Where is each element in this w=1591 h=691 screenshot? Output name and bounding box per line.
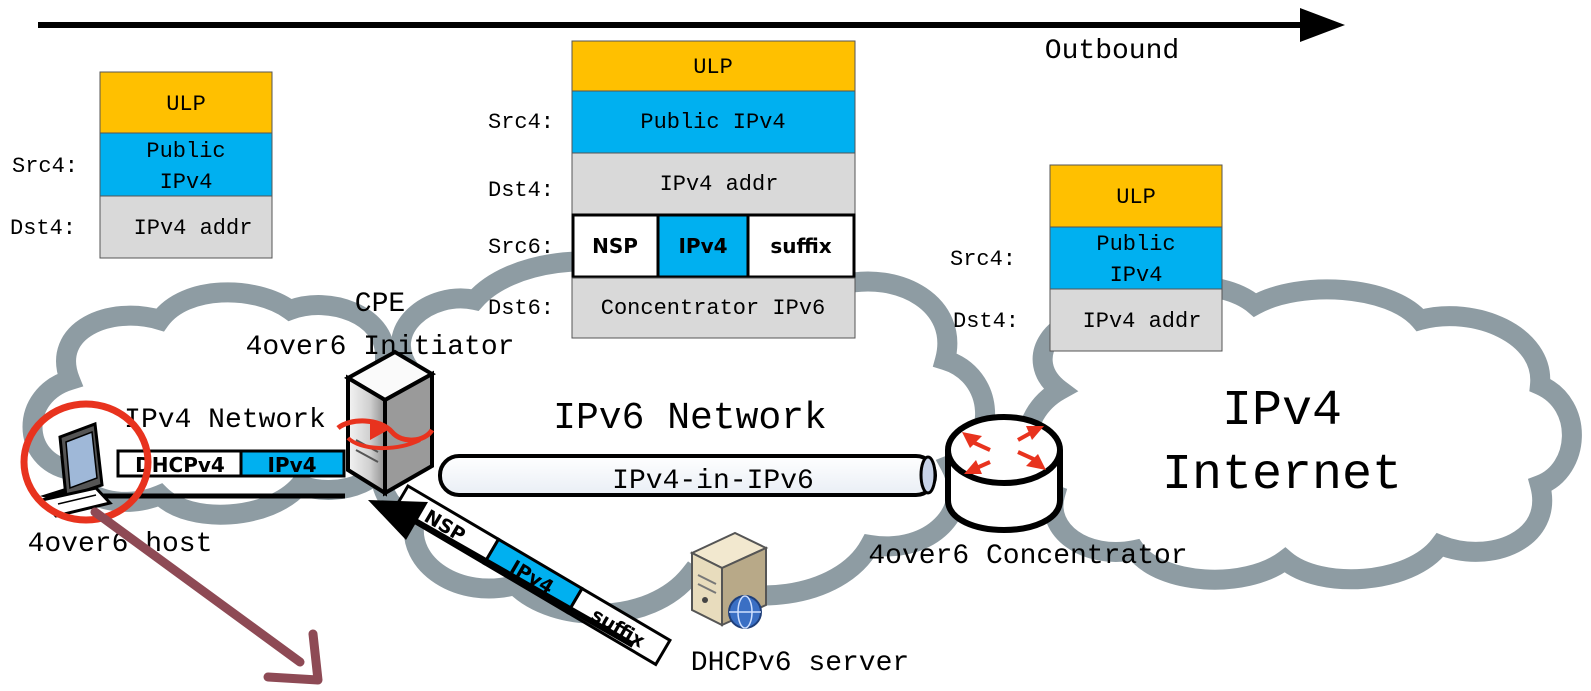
outbound-arrow — [38, 8, 1345, 42]
ulp-label: ULP — [693, 55, 733, 80]
ipv4-internet-label-line1: IPv4 — [1222, 383, 1342, 440]
src4-value-line2: IPv4 — [1110, 263, 1163, 288]
nsp-field — [571, 213, 660, 279]
src4-value-line2: IPv4 — [160, 170, 213, 195]
suffix-field — [746, 213, 856, 279]
ipv4-field — [656, 213, 750, 279]
dst4-label: Dst4: — [10, 216, 76, 241]
suffix-label: suffix — [770, 234, 831, 258]
dhcpv6-server-icon — [689, 531, 769, 629]
dst4-value: IPv4 addr — [134, 216, 253, 241]
dhcpv4-ipv4-label: IPv4 — [267, 453, 316, 477]
dhcpv6-message: NSP IPv4 suffix — [391, 483, 672, 667]
dst4-field — [571, 152, 856, 215]
src4-label: Src4: — [488, 110, 554, 135]
ulp-field — [1049, 164, 1223, 228]
dst4-value: IPv4 addr — [660, 172, 779, 197]
src4-value-line1: Public — [146, 139, 225, 164]
concentrator-label: 4over6 Concentrator — [868, 541, 1187, 572]
tunnel-label: IPv4-in-IPv6 — [612, 466, 814, 497]
dst6-field — [571, 277, 856, 339]
host-packet: ULP Public IPv4 IPv4 addr Src4: Dst4: — [10, 71, 273, 259]
ipv4-internet-label-line2: Internet — [1162, 447, 1402, 504]
src4-value-line1: Public — [1096, 232, 1175, 257]
ipv4-label: IPv4 — [678, 234, 727, 258]
dhcpv6-server-label: DHCPv6 server — [691, 648, 909, 679]
dst4-field — [99, 195, 273, 259]
dst4-field — [1049, 288, 1223, 352]
cpe-label: CPE — [355, 289, 405, 320]
cpe-device-icon — [336, 349, 437, 497]
src6-label: Src6: — [488, 235, 554, 260]
src4-label: Src4: — [950, 247, 1016, 272]
ulp-label: ULP — [1116, 185, 1156, 210]
ipv6-network-label: IPv6 Network — [553, 397, 827, 440]
src4-value: Public IPv4 — [640, 110, 785, 135]
ulp-field — [571, 40, 856, 92]
outbound-label: Outbound — [1045, 36, 1179, 67]
src4-field — [571, 90, 856, 154]
ulp-field — [99, 71, 273, 134]
dhcpv6-arrow — [368, 500, 635, 648]
src4-field — [99, 132, 273, 197]
tunnel-packet: ULP Public IPv4 IPv4 addr NSP IPv4 suffi… — [488, 40, 856, 339]
dst4-label: Dst4: — [488, 178, 554, 203]
dst4-label: Dst4: — [953, 309, 1019, 334]
ulp-label: ULP — [166, 92, 206, 117]
host-highlight-circle — [20, 400, 152, 524]
concentrator-router-icon — [945, 414, 1063, 533]
ipv4-network-label: IPv4 Network — [124, 405, 326, 436]
ipv4-in-ipv6-tunnel: IPv4-in-IPv6 — [438, 454, 937, 497]
dst6-label: Dst6: — [488, 296, 554, 321]
pointer-arrow — [90, 507, 323, 685]
initiator-label: 4over6 Initiator — [246, 332, 515, 363]
dst6-value: Concentrator IPv6 — [601, 296, 825, 321]
src4-label: Src4: — [12, 154, 78, 179]
nsp-label: NSP — [592, 234, 638, 258]
dst4-value: IPv4 addr — [1083, 309, 1202, 334]
internet-packet: ULP Public IPv4 IPv4 addr Src4: Dst4: — [950, 164, 1223, 352]
